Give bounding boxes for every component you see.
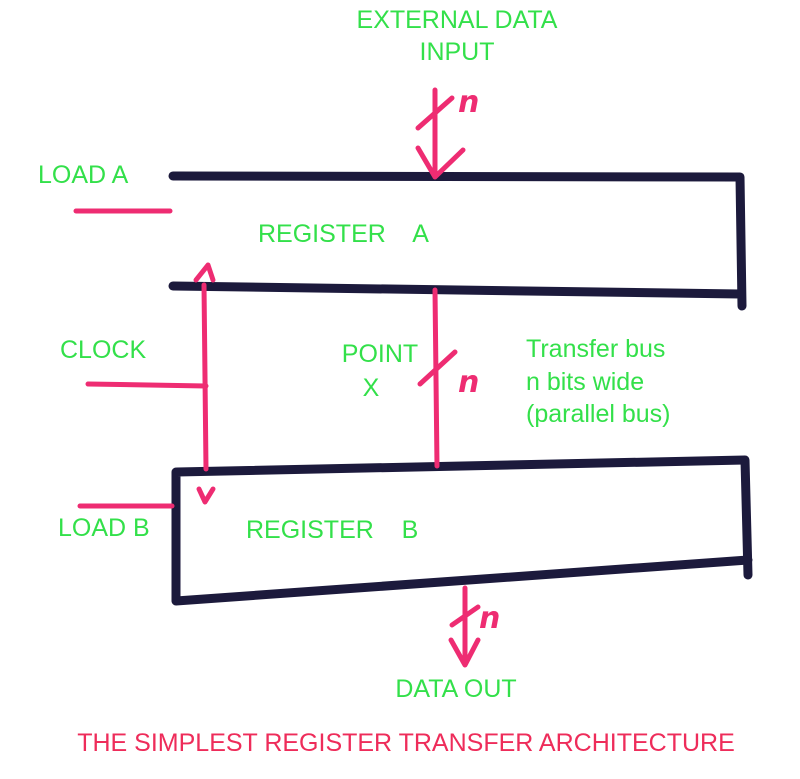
load-a-label: LOAD A [38, 161, 129, 189]
external-input-label: INPUT [420, 38, 495, 66]
clock-arrow-up [193, 262, 216, 283]
diagram-title: THE SIMPLEST REGISTER TRANSFER ARCHITECT… [77, 729, 735, 757]
bus-description-line3: (parallel bus) [526, 400, 671, 428]
input-width-n: n [458, 85, 479, 120]
load-b-label: LOAD B [58, 514, 150, 542]
clock-label: CLOCK [60, 336, 146, 364]
transfer-bus-width-n: n [458, 365, 479, 400]
input-bus-slash [415, 95, 455, 131]
output-arrow [448, 585, 481, 668]
clock-arrow-down [196, 486, 216, 505]
bus-description-line2: n bits wide [526, 368, 644, 396]
data-out-label: DATA OUT [395, 675, 516, 703]
transfer-bus-line [432, 287, 440, 469]
clock-input-line [85, 381, 209, 389]
register-b-box [171, 455, 753, 606]
register-a-label: REGISTER A [258, 220, 429, 248]
output-bus-slash [449, 604, 481, 628]
point-x-label-line2: X [363, 374, 380, 402]
external-input-arrow [415, 87, 466, 180]
point-x-label-line1: POINT [342, 340, 418, 368]
transfer-bus-slash [417, 349, 458, 387]
external-data-label: EXTERNAL DATA [357, 6, 558, 34]
register-b-label: REGISTER B [246, 516, 418, 544]
bus-description-line1: Transfer bus [526, 335, 665, 363]
register-a-box [168, 171, 747, 311]
output-width-n: n [479, 601, 500, 636]
clock-line [201, 282, 209, 472]
